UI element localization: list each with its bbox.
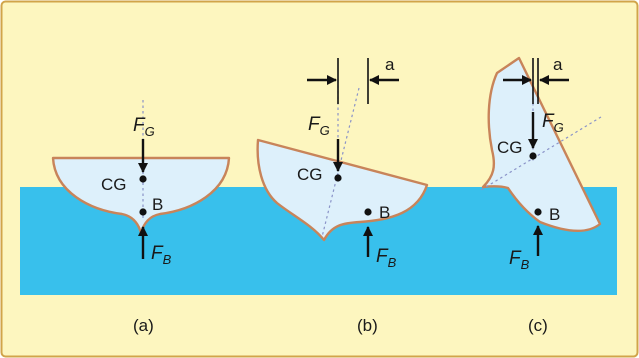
center-of-gravity-label-c: CG — [497, 138, 523, 157]
center-of-gravity-point-a — [139, 175, 147, 183]
center-of-buoyancy-point-c — [534, 208, 542, 216]
buoyancy-force-label-b: FB — [376, 246, 397, 270]
center-of-gravity-label-b: CG — [297, 165, 323, 184]
heel-axis-c — [480, 116, 602, 191]
center-of-buoyancy-point-b — [364, 208, 372, 216]
panel-c: a FG CG B FB (c) — [480, 55, 602, 335]
panel-caption-c: (c) — [528, 316, 548, 335]
heel-axis-b — [321, 87, 360, 238]
buoyancy-force-label-c: FB — [509, 248, 530, 272]
offset-label-c: a — [553, 55, 563, 74]
center-of-gravity-label-a: CG — [101, 175, 127, 194]
offset-label-b: a — [385, 55, 395, 74]
panel-caption-a: (a) — [133, 316, 154, 335]
gravity-force-label-b: FG — [308, 114, 330, 138]
panel-caption-b: (b) — [357, 316, 378, 335]
center-of-buoyancy-label-b: B — [379, 203, 390, 222]
center-of-buoyancy-label-a: B — [152, 195, 163, 214]
center-of-buoyancy-point-a — [139, 208, 147, 216]
center-of-gravity-point-c — [529, 152, 537, 160]
panel-a: FG CG B FB (a) — [51, 100, 231, 335]
buoyancy-force-label-a: FB — [151, 243, 172, 267]
center-of-gravity-point-b — [334, 174, 342, 182]
panel-b: a FG CG B FB (b) — [256, 55, 429, 335]
hull-shape-b — [256, 138, 429, 242]
gravity-force-label-a: FG — [133, 115, 155, 139]
center-of-buoyancy-label-c: B — [549, 205, 560, 224]
gravity-force-label-c: FG — [542, 111, 564, 135]
hull-shape-c — [481, 56, 602, 232]
